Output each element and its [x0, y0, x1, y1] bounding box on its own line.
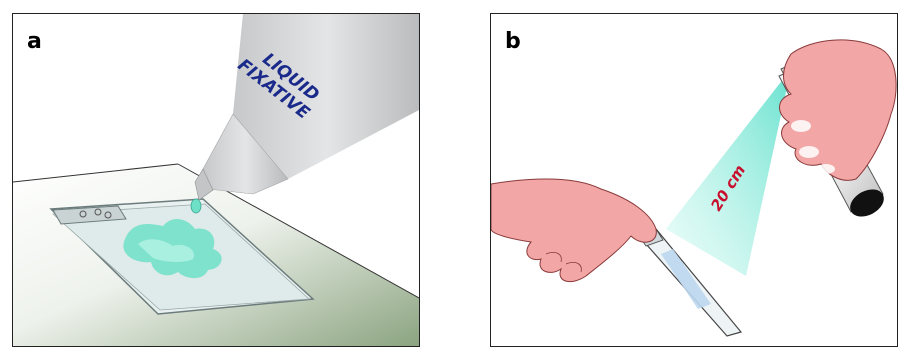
panel-a-liquid-fixative: LIQUID FIXATIVE a [12, 13, 420, 347]
spray-fixative-illustration: 20 cm [491, 39, 897, 337]
spray-mist [666, 69, 791, 276]
right-hand-icon [779, 39, 897, 181]
dropper-bottle-icon [194, 14, 419, 201]
panel-label-a: a [27, 29, 42, 54]
panel-b-spray-fixative: 20 cm b [490, 13, 898, 347]
left-hand-icon [491, 178, 657, 283]
panel-label-b: b [505, 29, 521, 54]
liquid-fixative-illustration: LIQUID FIXATIVE [13, 14, 419, 346]
